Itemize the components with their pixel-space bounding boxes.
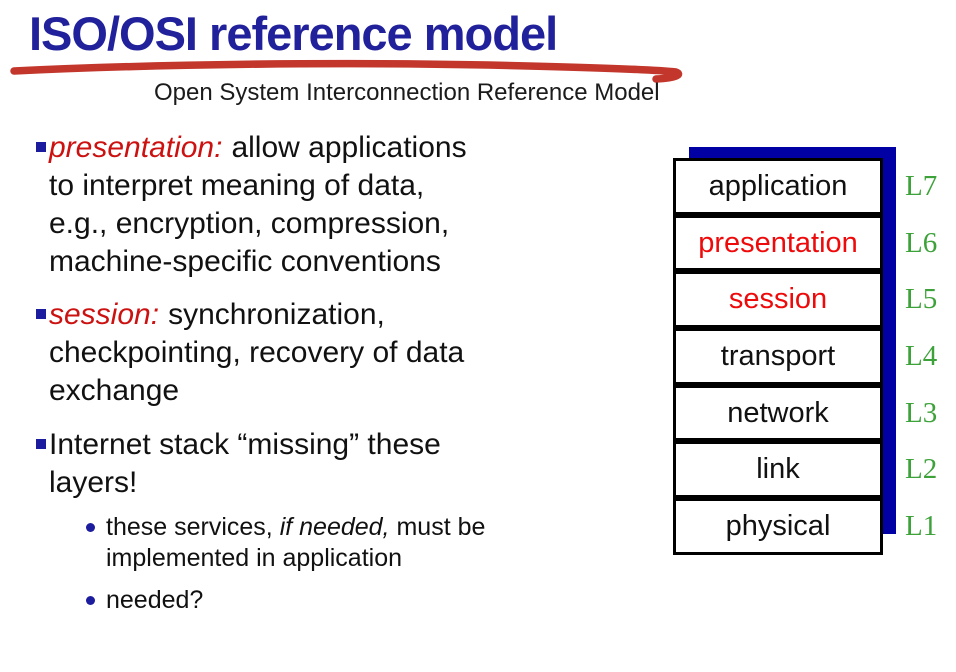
square-bullet-icon: [36, 142, 46, 152]
page-title: ISO/OSI reference model: [29, 7, 558, 60]
bullet-line: session:synchronization,: [49, 296, 646, 334]
layer-label-l2: L2: [905, 453, 938, 486]
layer-label-l4: L4: [905, 339, 938, 372]
sub-bullet-list: these services, if needed, must be imple…: [36, 512, 646, 616]
bullet-lead-presentation: presentation:: [49, 131, 223, 164]
sub-bullet-if-needed: these services, if needed, must be imple…: [86, 512, 646, 574]
bullet-line: to interpret meaning of data,: [49, 169, 425, 202]
osi-stack-diagram: application presentation session transpo…: [673, 147, 956, 572]
square-bullet-icon: [36, 309, 46, 319]
layer-box-session: session: [673, 271, 883, 329]
bullet-line: presentation:allow applications: [49, 129, 646, 167]
bullet-text: synchronization,: [168, 298, 385, 331]
sub-bullet-line: these services, if needed, must be: [106, 512, 646, 543]
layer-box-network: network: [673, 384, 883, 442]
sub-bullet-line: implemented in application: [106, 544, 403, 572]
slide-subtitle: Open System Interconnection Reference Mo…: [154, 79, 660, 106]
sub-bullet-text: must be: [389, 513, 486, 541]
layer-box-physical: physical: [673, 498, 883, 555]
layer-box-presentation: presentation: [673, 214, 883, 272]
bullet-session: session:synchronization, checkpointing, …: [36, 296, 646, 410]
square-bullet-icon: [36, 439, 46, 449]
bullet-line: layers!: [49, 466, 138, 499]
bullet-list: presentation:allow applications to inter…: [36, 129, 646, 616]
bullet-internet-stack: Internet stack “missing” these layers!: [36, 426, 646, 502]
stack-boxes: application presentation session transpo…: [673, 158, 883, 555]
sub-bullet-line: needed?: [106, 586, 204, 614]
bullet-line: e.g., encryption, compression,: [49, 207, 450, 240]
bullet-text: allow applications: [231, 131, 467, 164]
bullet-line: Internet stack “missing” these: [49, 428, 441, 461]
title-underline-icon: [10, 59, 683, 83]
layer-box-transport: transport: [673, 328, 883, 385]
sub-bullet-text: these services,: [106, 513, 280, 541]
layer-label-l1: L1: [905, 509, 938, 542]
dot-bullet-icon: [86, 596, 95, 605]
bullet-lead-session: session:: [49, 298, 160, 331]
layer-label-l7: L7: [905, 169, 938, 202]
dot-bullet-icon: [86, 523, 95, 532]
layer-box-application: application: [673, 158, 883, 215]
layer-label-l6: L6: [905, 226, 938, 259]
layer-label-l3: L3: [905, 396, 938, 429]
layer-number-labels: L7 L6 L5 L4 L3 L2 L1: [905, 158, 937, 555]
bullet-line: exchange: [49, 374, 180, 407]
underline-stroke: [10, 59, 683, 83]
layer-label-l5: L5: [905, 283, 938, 316]
layer-box-link: link: [673, 441, 883, 499]
sub-bullet-needed: needed?: [86, 585, 646, 616]
bullet-presentation: presentation:allow applications to inter…: [36, 129, 646, 281]
sub-bullet-italic-text: if needed,: [279, 513, 390, 541]
bullet-line: checkpointing, recovery of data: [49, 336, 465, 369]
bullet-line: machine-specific conventions: [49, 245, 441, 278]
